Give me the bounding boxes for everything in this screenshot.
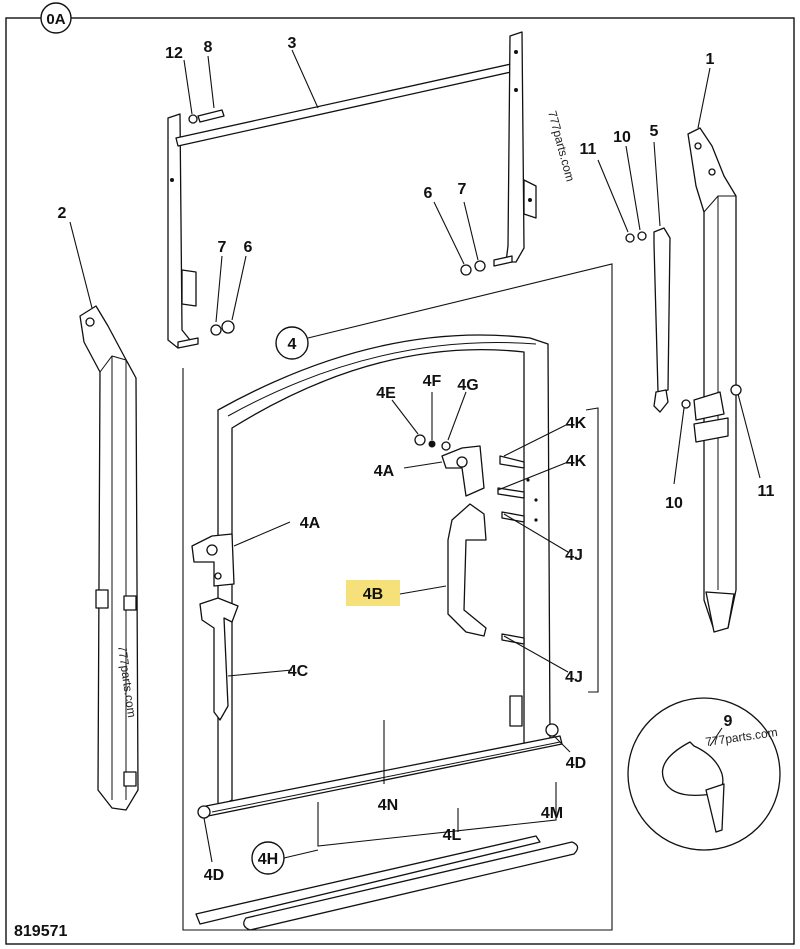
- label-6b: 6: [424, 185, 433, 202]
- part-1-right-post: [687, 127, 737, 633]
- label-1: 1: [706, 51, 715, 68]
- part-4-door-frame: [197, 334, 563, 819]
- outer-frame: [5, 17, 795, 945]
- part-4b-handle: [447, 503, 487, 637]
- label-2: 2: [58, 205, 67, 222]
- label-4m: 4M: [541, 805, 563, 822]
- part-5-gas-strut: [625, 227, 742, 413]
- label-4k-bottom: 4K: [566, 453, 587, 470]
- label-4e: 4E: [376, 385, 396, 402]
- label-4g: 4G: [457, 377, 478, 394]
- bracket-4l: [317, 782, 557, 847]
- part-4c-latch-handle: [199, 597, 239, 721]
- studs-4k-4j: [497, 455, 525, 645]
- label-4c: 4C: [288, 663, 309, 680]
- bolt-8: [188, 109, 225, 124]
- label-4b: 4B: [363, 586, 383, 603]
- group-badge-4-label: 4: [288, 336, 297, 353]
- label-9: 9: [724, 713, 733, 730]
- group-badge-4: 4: [275, 326, 309, 360]
- label-6a: 6: [244, 239, 253, 256]
- kit-badge-4h: 4H: [251, 841, 319, 875]
- label-4n: 4N: [378, 797, 398, 814]
- label-4j-top: 4J: [565, 547, 583, 564]
- label-4f: 4F: [423, 373, 442, 390]
- part-4l-4m-strips: [195, 835, 579, 931]
- door-panel-box: [182, 263, 613, 931]
- label-4d-left: 4D: [204, 867, 224, 884]
- fasteners-6-7: [210, 260, 486, 336]
- label-4l: 4L: [443, 827, 462, 844]
- label-4j-bottom: 4J: [565, 669, 583, 686]
- label-8: 8: [204, 39, 213, 56]
- label-10a: 10: [613, 129, 631, 146]
- label-4a-top: 4A: [374, 463, 395, 480]
- view-badge: 0A: [40, 2, 72, 34]
- label-5: 5: [650, 123, 659, 140]
- part-4a-bracket-top: [441, 445, 485, 497]
- label-12: 12: [165, 45, 183, 62]
- view-badge-label: 0A: [46, 11, 65, 28]
- label-11b: 11: [758, 483, 775, 500]
- reference-number: 819571: [14, 923, 67, 940]
- bracket-4k-4j: [585, 407, 599, 693]
- part-4a-bracket-left: [191, 533, 235, 587]
- part-2-left-post: [79, 305, 139, 811]
- label-4k-top: 4K: [566, 415, 587, 432]
- label-7a: 7: [218, 239, 227, 256]
- leader-lines: [69, 49, 761, 863]
- part-3-support-frame: [167, 31, 537, 349]
- part-9-cable-tie-detail: [627, 697, 781, 851]
- fasteners-4e-4f-4g: [414, 434, 451, 451]
- label-4d-right: 4D: [566, 755, 586, 772]
- label-3: 3: [288, 35, 297, 52]
- label-11a: 11: [580, 141, 597, 158]
- watermark-top: 777parts.com: [545, 109, 577, 183]
- part-labels: 12 8 3 7 6 6 7 2 1 11 10 5 10 11 4E 4F 4…: [58, 35, 775, 884]
- label-4a-left: 4A: [300, 515, 321, 532]
- highlight-4b: [346, 580, 400, 606]
- kit-badge-4h-label: 4H: [258, 851, 278, 868]
- label-10b: 10: [665, 495, 683, 512]
- label-7b: 7: [458, 181, 467, 198]
